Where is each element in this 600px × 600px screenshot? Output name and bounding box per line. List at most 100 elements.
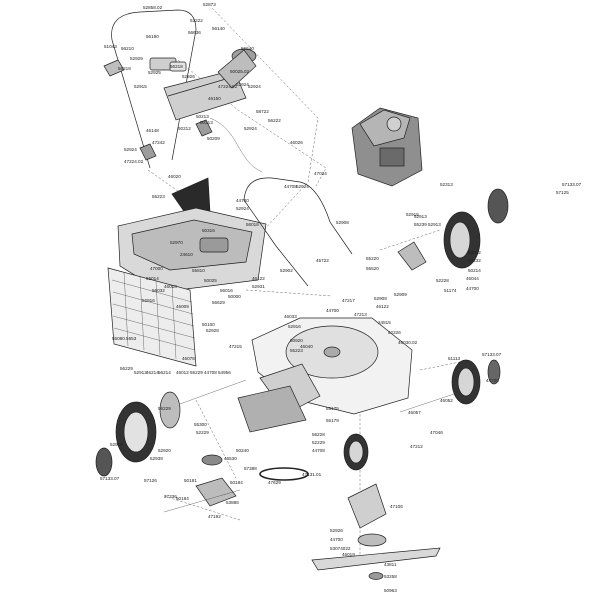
part-number: 52926 bbox=[330, 528, 343, 533]
part-number: 57133.07 bbox=[562, 182, 582, 187]
rear-flap bbox=[237, 363, 321, 433]
part-number: 55223 bbox=[290, 348, 303, 353]
part-number: 46214 bbox=[146, 370, 159, 375]
part-number: 50181 bbox=[184, 478, 197, 483]
part-number: 24815 bbox=[378, 320, 391, 325]
part-number: 52924 bbox=[244, 126, 257, 131]
part-number: 52916 bbox=[142, 298, 155, 303]
part-number: 56214 bbox=[158, 370, 171, 375]
blade-assembly bbox=[311, 483, 441, 580]
part-number: 56218 bbox=[118, 66, 131, 71]
part-number: 56636 bbox=[188, 30, 201, 35]
part-number: 52222 bbox=[190, 18, 203, 23]
part-number: 57133.07 bbox=[482, 352, 502, 357]
part-number: 47046 bbox=[430, 430, 443, 435]
part-number: 47213 bbox=[354, 312, 367, 317]
part-number: 47000 bbox=[150, 266, 163, 271]
drive-belt bbox=[259, 467, 309, 481]
part-number: 46026 bbox=[290, 140, 303, 145]
part-number: 46150 bbox=[208, 96, 221, 101]
grass-bag bbox=[107, 267, 197, 367]
part-number: 44700 bbox=[330, 537, 343, 542]
part-number: 52229 bbox=[312, 440, 325, 445]
part-number: 37336 bbox=[164, 494, 177, 499]
part-number: 50184 bbox=[176, 496, 189, 501]
part-number: 57133.07 bbox=[100, 476, 120, 481]
drive-assembly bbox=[163, 454, 241, 513]
part-number: 57126 bbox=[144, 478, 157, 483]
part-number: 52873 bbox=[203, 2, 216, 7]
part-number: 50100 bbox=[202, 322, 215, 327]
part-number: 56018 bbox=[246, 222, 259, 227]
part-number: 55810 bbox=[192, 268, 205, 273]
part-number: 52858.02 bbox=[143, 5, 163, 10]
part-number: 56229 bbox=[158, 406, 171, 411]
front-wheel-right bbox=[399, 359, 501, 413]
part-number: 24610 bbox=[180, 252, 193, 257]
part-number: 50213 bbox=[196, 114, 209, 119]
part-number: 57388 bbox=[244, 466, 257, 471]
part-number: 56218 bbox=[170, 64, 183, 69]
part-number: 44700 bbox=[326, 308, 339, 313]
part-number: 58722 bbox=[256, 109, 269, 114]
part-number: 52313 bbox=[440, 182, 453, 187]
part-number: 47212 bbox=[410, 444, 423, 449]
part-number: 47224.02 bbox=[218, 84, 238, 89]
part-number: 52915 bbox=[406, 212, 419, 217]
part-number: 50184 bbox=[230, 480, 243, 485]
part-number: 46030.02 bbox=[398, 340, 418, 345]
part-number: 53074022 bbox=[330, 546, 351, 551]
part-number: 43811 bbox=[384, 562, 397, 567]
part-number: 52909 bbox=[394, 292, 407, 297]
part-number: 46078 bbox=[182, 356, 195, 361]
part-number: 52924 bbox=[296, 184, 309, 189]
part-number: 46020 bbox=[168, 174, 181, 179]
part-number: 56210 bbox=[121, 46, 134, 51]
part-number: 50316 bbox=[202, 228, 215, 233]
part-number: 52926 bbox=[110, 442, 123, 447]
part-number: 44700 bbox=[486, 378, 499, 383]
part-number: 47034 bbox=[314, 171, 327, 176]
rear-wheel-left bbox=[95, 379, 247, 477]
engine bbox=[351, 107, 423, 187]
upper-handle bbox=[103, 9, 213, 169]
part-number: 52924 bbox=[236, 82, 249, 87]
part-number: 52913 bbox=[134, 370, 147, 375]
part-number: 50213 bbox=[200, 120, 213, 125]
part-number: 56190 bbox=[146, 34, 159, 39]
part-number: 46019 bbox=[342, 552, 355, 557]
lower-handle bbox=[243, 177, 353, 287]
part-number-labels: 52873 52858.02 52222 56140 56636 56640 5… bbox=[100, 2, 582, 593]
part-number: 46012 bbox=[176, 370, 189, 375]
part-number: 47215 bbox=[229, 344, 242, 349]
part-number: 50209 bbox=[207, 136, 220, 141]
part-number: 54956 bbox=[218, 370, 231, 375]
part-number: 52931 bbox=[252, 284, 265, 289]
part-number: 52909 bbox=[374, 296, 387, 301]
part-number: 52229 bbox=[196, 430, 209, 435]
part-number: 55229 bbox=[190, 370, 203, 375]
part-number: 52226 bbox=[388, 330, 401, 335]
part-number: 50025 bbox=[204, 278, 217, 283]
part-number: 52915 bbox=[134, 84, 147, 89]
part-number: 46057 bbox=[408, 410, 421, 415]
part-number: 47192 bbox=[208, 514, 221, 519]
part-number: 56228 bbox=[312, 432, 325, 437]
part-number: 56629 bbox=[212, 300, 225, 305]
part-number: 52228 bbox=[436, 278, 449, 283]
part-number: 55175 bbox=[326, 406, 339, 411]
part-number: 50240 bbox=[236, 448, 249, 453]
part-number: 55223 bbox=[152, 194, 165, 199]
part-number: 46052 bbox=[440, 398, 453, 403]
part-number: 45722 bbox=[316, 258, 329, 263]
part-number: 44700 bbox=[466, 286, 479, 291]
part-number: 46122 bbox=[252, 276, 265, 281]
part-number: 52928 bbox=[206, 328, 219, 333]
part-number: 50025.02 bbox=[230, 69, 250, 74]
part-number: 52925 bbox=[148, 70, 161, 75]
part-number: 56012 bbox=[468, 250, 481, 255]
part-number: 56032 bbox=[152, 288, 165, 293]
part-number: 44700 bbox=[236, 198, 249, 203]
part-number: 51113 bbox=[448, 356, 461, 361]
